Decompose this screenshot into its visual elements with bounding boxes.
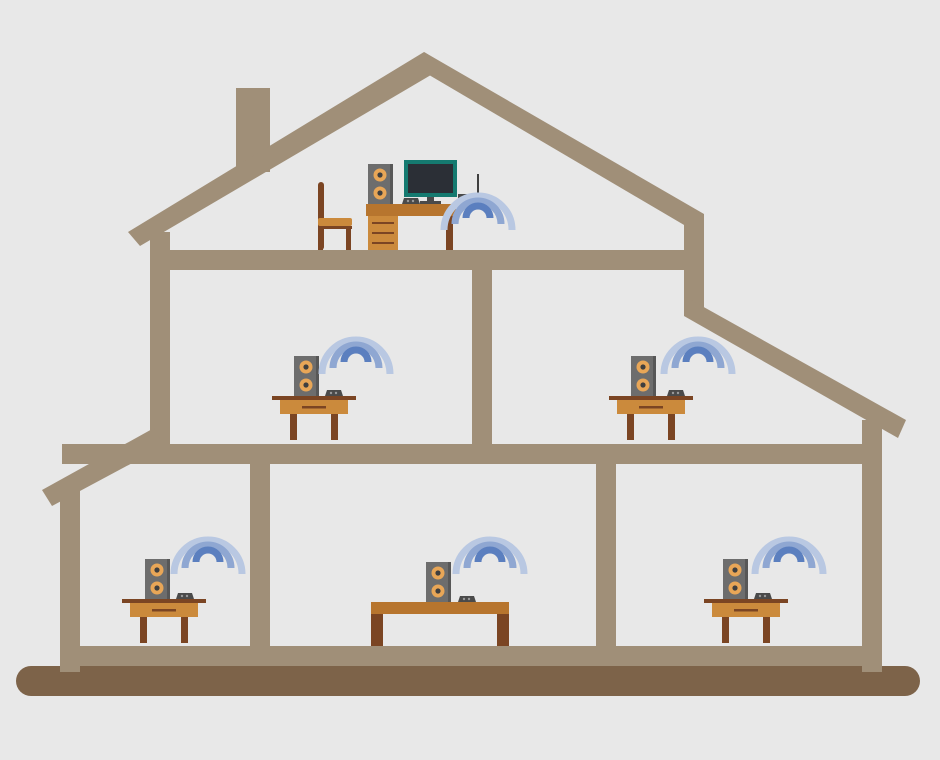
room-second-left [272,340,390,440]
side-table [704,599,788,643]
router-icon [402,198,420,204]
side-table [609,396,693,440]
room-ground-middle [371,540,524,646]
chair-icon [318,182,352,250]
wireless-signal-icon [664,340,732,374]
speaker-icon [723,559,748,599]
room-ground-left [122,540,242,643]
ground-slab [16,666,920,696]
wireless-signal-icon [456,540,524,574]
room-ground-right [704,540,823,643]
house-structure [42,52,906,672]
computer-monitor-icon [404,160,457,204]
speaker-icon [368,164,393,204]
wireless-signal-icon [174,540,242,574]
roof-left [128,52,436,246]
router-icon [667,390,685,396]
wireless-signal-icon [444,196,512,230]
coffee-table [371,602,509,646]
wireless-signal-icon [322,340,390,374]
router-icon [458,596,476,602]
speaker-icon [145,559,170,599]
wireless-signal-icon [755,540,823,574]
speaker-icon [426,562,451,602]
room-second-right [609,340,732,440]
side-table [122,599,206,643]
attic-office [318,160,512,250]
speaker-icon [294,356,319,396]
router-icon [325,390,343,396]
router-icon [754,593,772,599]
speaker-icon [631,356,656,396]
side-table [272,396,356,440]
router-icon [176,593,194,599]
desk [366,204,456,250]
